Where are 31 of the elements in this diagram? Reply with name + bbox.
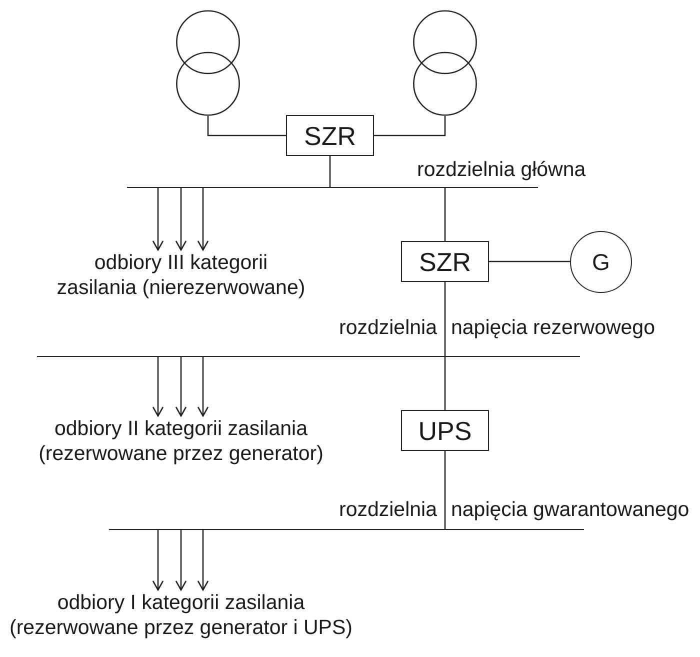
busbar-label: rozdzielnia [339,498,437,522]
arrow [152,530,164,591]
load-group-label: odbiory III kategorii zasilania (nierezerwowane) [56,250,306,300]
arrow [152,357,164,417]
connection-line [329,156,331,187]
arrow [197,188,209,251]
ups-box: UPS [401,410,489,451]
busbar-label: napięcia gwarantowanego [451,498,690,522]
busbar-label: rozdzielnia główna [417,158,586,182]
connection-line [444,357,446,410]
arrow [175,188,187,251]
busbar-label: rozdzielnia [339,316,437,340]
transformer-symbol [413,10,477,116]
busbar-label: napięcia rezerwowego [451,316,655,340]
transfer-switch-box: SZR [401,241,489,282]
generator-circle: G [570,231,632,293]
connection-line [489,260,570,262]
arrow [175,530,187,591]
load-group-label: odbiory II kategorii zasilania (rezerwowane przez generator) [38,416,324,466]
arrow [197,357,209,417]
connection-line [207,116,286,136]
connection-line [444,282,446,356]
arrow [197,530,209,591]
connection-line [374,116,446,136]
transformer-symbol [176,10,240,116]
load-group-label: odbiory I kategorii zasilania (rezerwowane przez generator i UPS) [10,590,352,640]
connection-line [444,188,446,241]
transfer-switch-box: SZR [286,115,374,156]
connection-line [444,451,446,529]
arrow [175,357,187,417]
arrow [152,188,164,251]
